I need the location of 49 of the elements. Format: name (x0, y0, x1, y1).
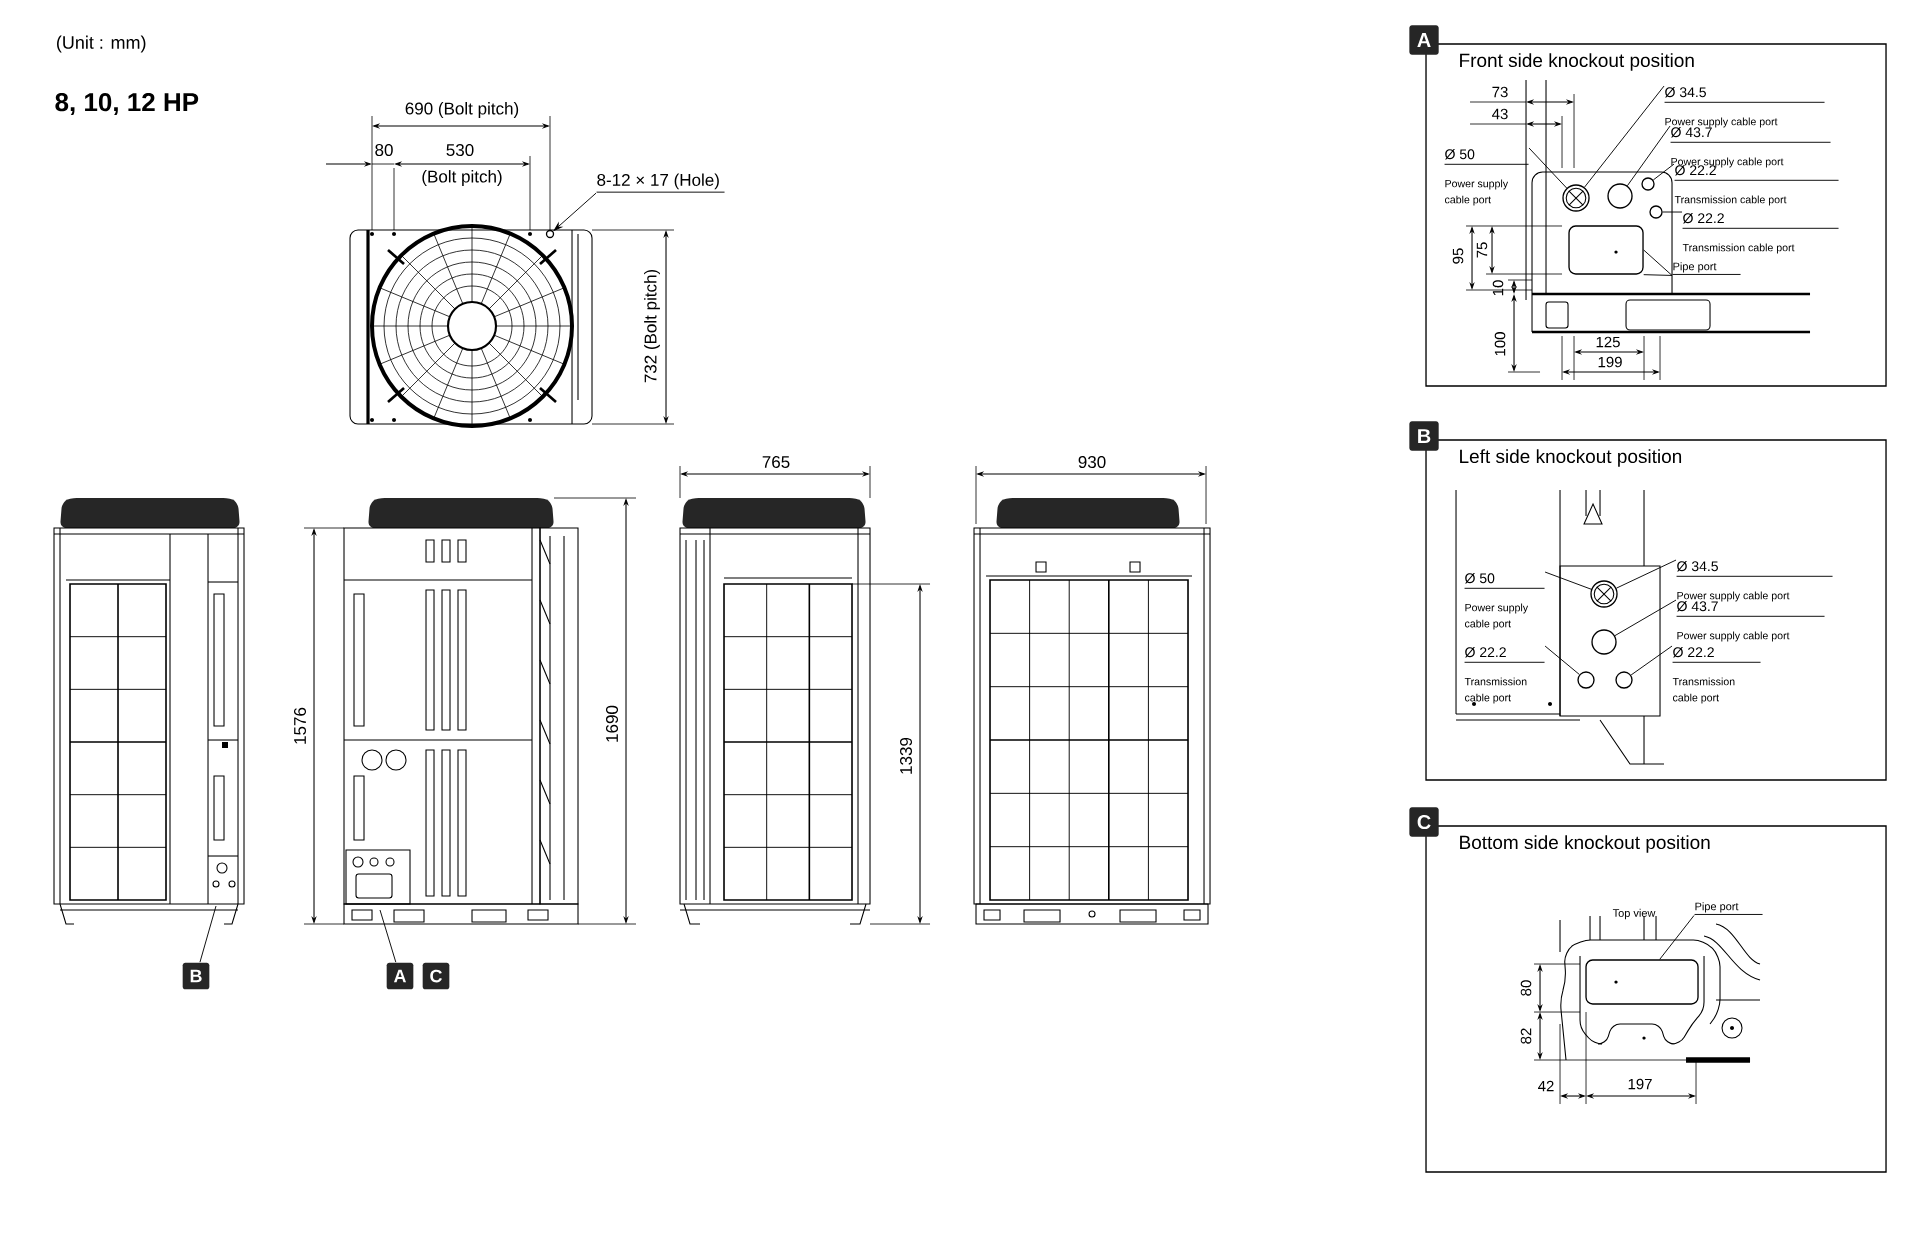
knockout-hole (1562, 184, 1590, 212)
dimension-label: (Bolt pitch) (422, 170, 502, 186)
pipe-port-opening (1568, 225, 1644, 275)
callout-badge: A (386, 962, 414, 990)
heading: 8, 10, 12 HP (55, 92, 199, 116)
knockout-hole (1649, 205, 1663, 219)
knockout-hole (1577, 671, 1595, 689)
leader-line (1643, 249, 1673, 276)
leader-line (1615, 559, 1677, 589)
leader-line (379, 909, 397, 963)
knockout-hole (1615, 671, 1633, 689)
dimension-label: 1690 (606, 705, 619, 742)
unit-note: (Unit : mm) (57, 35, 146, 53)
leader-line (1626, 125, 1671, 187)
leader-line (1528, 147, 1568, 189)
leader-line (1614, 599, 1677, 637)
panel-title: Front side knockout position (1460, 53, 1694, 71)
leader-line (1662, 211, 1683, 213)
callout-badge: A (1409, 25, 1439, 55)
dimension-label: 80 (375, 144, 393, 157)
leader-line (199, 905, 217, 963)
knockout-hole (1590, 580, 1618, 608)
leader-line (1630, 645, 1673, 676)
dimension-label: 690 (Bolt pitch) (405, 102, 519, 118)
dimension-label: 1339 (900, 737, 913, 774)
dimension-label: 1576 (294, 707, 307, 744)
callout-badge: C (1409, 807, 1439, 837)
leader-line (1544, 571, 1592, 590)
knockout-hole (1607, 183, 1633, 209)
leader-line (1659, 915, 1695, 960)
knockout-hole (1591, 629, 1617, 655)
knockout-hole (1641, 177, 1655, 191)
panel-title: Bottom side knockout position (1460, 835, 1710, 853)
panel-title: Left side knockout position (1460, 449, 1682, 467)
leader-line (1652, 163, 1675, 181)
pipe-port-opening (1585, 959, 1699, 1005)
callout-badge: C (422, 962, 450, 990)
dimension-label: 765 (762, 456, 790, 469)
dimension-label: 930 (1078, 456, 1106, 469)
leader-line (553, 192, 597, 231)
knockout-hole (545, 229, 555, 239)
leader-line (1643, 274, 1673, 276)
leader-line (1584, 85, 1665, 188)
dimension-label: 732 (Bolt pitch) (644, 269, 660, 383)
dimension-label: 530 (446, 144, 474, 157)
callout-label: 8-12 × 17 (Hole) (596, 173, 725, 193)
callout-badge: B (1409, 421, 1439, 451)
callout-badge: B (182, 962, 210, 990)
leader-line (1544, 645, 1580, 675)
